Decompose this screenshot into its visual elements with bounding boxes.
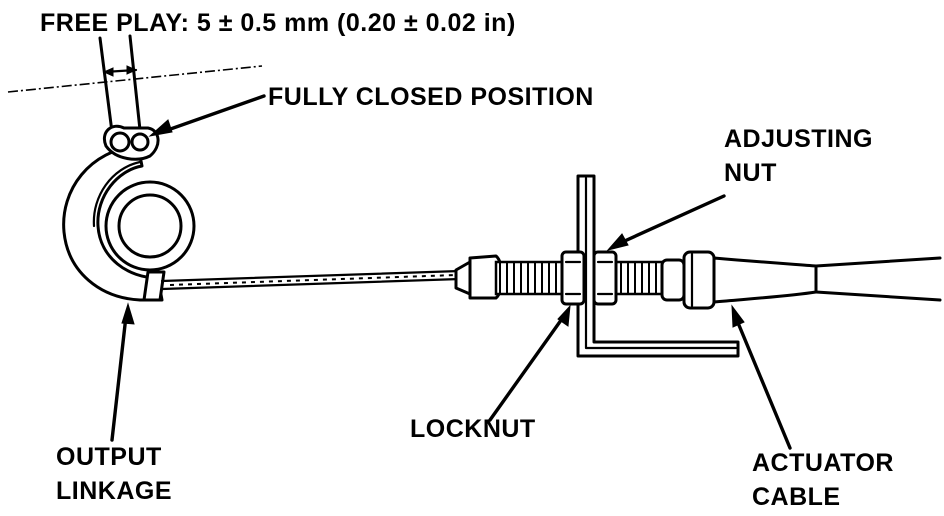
adjusting-nut-label-line2: NUT <box>724 159 777 187</box>
locknut-arrow <box>488 304 571 422</box>
adjusting-nut-part <box>592 250 618 306</box>
fully-closed-position-label: FULLY CLOSED POSITION <box>268 83 594 111</box>
adjusting-nut-arrow <box>606 194 726 251</box>
locknut-part <box>560 250 586 306</box>
adjusting-nut-label-line1: ADJUSTING <box>724 125 873 153</box>
output-linkage-label: OUTPUT LINKAGE <box>56 440 172 508</box>
output-linkage-shaft <box>117 193 183 259</box>
cable-end-fitting <box>454 254 504 300</box>
output-linkage <box>62 124 196 302</box>
mounting-bracket <box>576 174 740 358</box>
actuator-cable-label-line1: ACTUATOR <box>752 449 894 477</box>
actuator-cable-label-line2: CABLE <box>752 483 841 511</box>
actuator-cable-arrow <box>731 304 792 450</box>
free-play-arm <box>98 34 142 134</box>
output-linkage-arrow <box>110 302 135 442</box>
inner-cable <box>160 269 462 291</box>
fully-closed-arrow <box>148 94 266 137</box>
linkage-pin-right <box>130 132 150 152</box>
free-play-label: FREE PLAY: 5 ± 0.5 mm (0.20 ± 0.02 in) <box>40 9 516 37</box>
locknut-label: LOCKNUT <box>410 415 536 443</box>
actuator-cable-label: ACTUATOR CABLE <box>752 446 894 514</box>
output-linkage-label-line1: OUTPUT <box>56 443 162 471</box>
output-linkage-label-line2: LINKAGE <box>56 477 172 505</box>
actuator-cable-housing <box>660 250 942 310</box>
linkage-pin-left <box>109 131 131 153</box>
adjusting-nut-label: ADJUSTING NUT <box>724 122 873 190</box>
